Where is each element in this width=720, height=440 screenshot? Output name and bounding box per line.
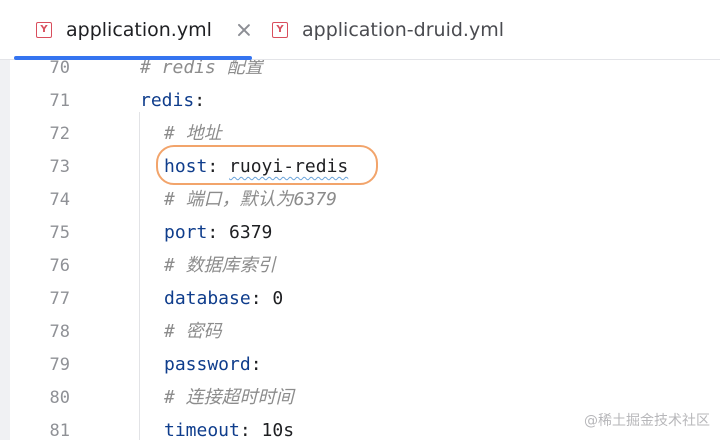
code-line-73: host: ruoyi-redis <box>164 157 348 177</box>
yaml-key: database <box>164 288 251 309</box>
code-line-81: timeout: 10s <box>164 421 294 440</box>
tab-application-yml[interactable]: Y application.yml <box>14 0 252 60</box>
yaml-key: redis <box>140 90 195 111</box>
line-number: 71 <box>49 91 70 111</box>
line-number: 73 <box>49 157 70 177</box>
code-line-78: # 密码 <box>164 322 222 342</box>
tab-label: application-druid.yml <box>302 18 504 41</box>
indent-guide <box>139 112 140 440</box>
line-number: 77 <box>49 289 70 309</box>
yaml-comment: # 数据库索引 <box>164 255 276 276</box>
code-line-77: database: 0 <box>164 289 283 309</box>
yaml-comment: # 连接超时时间 <box>164 387 294 408</box>
yaml-key: host <box>164 156 208 177</box>
code-line-72: # 地址 <box>164 124 222 144</box>
code-line-80: # 连接超时时间 <box>164 388 294 408</box>
yaml-colon: : <box>239 420 251 440</box>
yaml-comment: # 地址 <box>164 123 222 144</box>
yaml-key: password <box>164 354 251 375</box>
line-number: 81 <box>49 421 70 440</box>
yaml-value: ruoyi-redis <box>229 156 349 177</box>
line-number: 78 <box>49 322 70 342</box>
yaml-colon: : <box>207 156 219 177</box>
line-number: 80 <box>49 388 70 408</box>
line-number-gutter: 70 71 72 73 74 75 76 77 78 79 80 81 <box>10 60 110 440</box>
yaml-comment: # 密码 <box>164 321 222 342</box>
yaml-colon: : <box>250 288 262 309</box>
code-line-75: port: 6379 <box>164 223 272 243</box>
code-line-71: redis: <box>140 91 205 111</box>
line-number: 72 <box>49 124 70 144</box>
line-number: 76 <box>49 256 70 276</box>
line-number: 70 <box>49 60 70 78</box>
editor-tab-bar: Y application.yml Y application-druid.ym… <box>0 0 720 60</box>
highlight-annotation <box>156 145 378 185</box>
code-line-76: # 数据库索引 <box>164 256 276 276</box>
close-icon[interactable] <box>236 22 252 38</box>
editor-left-strip <box>0 60 10 440</box>
code-line-74: # 端口，默认为6379 <box>164 190 337 210</box>
yaml-key: port <box>164 222 208 243</box>
yaml-value: 6379 <box>229 222 273 243</box>
yaml-colon: : <box>250 354 262 375</box>
yaml-value: 10s <box>261 420 295 440</box>
line-number: 74 <box>49 190 70 210</box>
code-editor[interactable]: 70 71 72 73 74 75 76 77 78 79 80 81 # re… <box>0 60 720 440</box>
tab-application-druid-yml[interactable]: Y application-druid.yml <box>256 0 506 59</box>
line-number: 79 <box>49 355 70 375</box>
watermark: @稀土掘金技术社区 <box>584 413 710 429</box>
yaml-comment: # 端口，默认为6379 <box>164 189 338 210</box>
yaml-colon: : <box>194 90 206 111</box>
yaml-colon: : <box>207 222 219 243</box>
yaml-file-icon: Y <box>272 21 288 38</box>
code-line-79: password: <box>164 355 262 375</box>
tab-label: application.yml <box>66 18 212 41</box>
code-line-70: # redis 配置 <box>140 60 263 78</box>
line-number: 75 <box>49 223 70 243</box>
yaml-value: 0 <box>272 288 284 309</box>
yaml-file-icon: Y <box>36 21 52 38</box>
yaml-key: timeout <box>164 420 240 440</box>
yaml-comment: # redis 配置 <box>140 60 263 78</box>
